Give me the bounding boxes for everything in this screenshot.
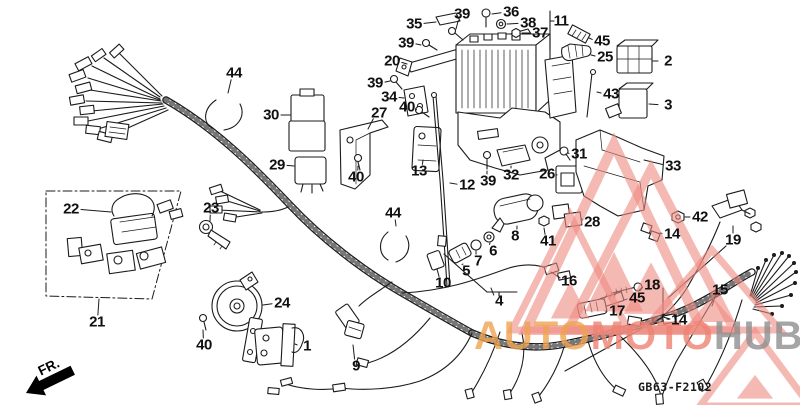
leader-44: [394, 219, 397, 227]
callout-29: 29: [269, 156, 285, 174]
callout-44: 44: [385, 204, 401, 222]
callout-21: 21: [89, 313, 105, 331]
leader-22: [80, 209, 112, 213]
callout-38: 38: [520, 14, 536, 32]
callout-3: 3: [664, 96, 672, 114]
leader-36: [491, 12, 502, 15]
callout-39: 39: [480, 172, 496, 190]
leader-34: [398, 96, 405, 99]
leader-1: [294, 343, 298, 346]
callout-36: 36: [503, 3, 519, 21]
callout-5: 5: [462, 262, 470, 280]
leader-4: [490, 287, 495, 296]
callout-39: 39: [398, 34, 414, 52]
leader-39: [384, 80, 391, 83]
leader-9: [352, 344, 356, 360]
callout-6: 6: [489, 242, 497, 260]
callout-37: 37: [532, 24, 548, 42]
callout-40: 40: [196, 336, 212, 354]
leader-43: [596, 91, 602, 94]
leader-20: [401, 61, 408, 65]
leader-45: [588, 37, 593, 40]
leader-21: [97, 298, 100, 316]
callout-10: 10: [435, 274, 451, 292]
harness-connector-cluster-top-left: [68, 43, 169, 144]
callout-23: 23: [203, 199, 219, 217]
part-brackets-mid: [339, 68, 597, 287]
leader-25: [590, 54, 596, 57]
callout-43: 43: [603, 85, 619, 103]
callout-40: 40: [399, 98, 415, 116]
callout-32: 32: [503, 166, 519, 184]
leader-12: [449, 182, 458, 185]
callout-13: 13: [411, 162, 427, 180]
callout-4: 4: [495, 292, 503, 310]
callout-34: 34: [381, 88, 397, 106]
callout-7: 7: [474, 252, 482, 270]
leader-44: [227, 79, 232, 94]
part-ignition-switch-group: [45, 190, 231, 300]
callout-24: 24: [274, 294, 290, 312]
callout-22: 22: [63, 200, 79, 218]
leader-38: [506, 22, 519, 25]
harness-connector-cluster-mid: [208, 183, 289, 223]
leader-27: [367, 118, 374, 130]
leader-39: [455, 19, 459, 30]
leader-10: [436, 268, 440, 278]
leader-35: [423, 21, 437, 24]
callout-40: 40: [348, 168, 364, 186]
callout-11: 11: [553, 12, 569, 30]
leader-13: [421, 159, 424, 165]
callout-20: 20: [384, 52, 400, 70]
callout-35: 35: [406, 15, 422, 33]
part-horn-group: [198, 271, 365, 367]
callout-9: 9: [352, 357, 360, 375]
callout-1: 1: [303, 337, 311, 355]
leader-6: [488, 242, 491, 245]
leader-3: [648, 103, 659, 106]
leader-29: [286, 164, 295, 167]
callout-2: 2: [664, 52, 672, 70]
leader-5: [461, 263, 464, 266]
leader-24: [262, 303, 273, 306]
callout-12: 12: [459, 176, 475, 194]
callout-25: 25: [597, 48, 613, 66]
front-arrow-icon: [26, 365, 75, 396]
diagram-code: GB63-F2102: [638, 380, 713, 394]
callout-39: 39: [367, 74, 383, 92]
callout-30: 30: [263, 106, 279, 124]
leader-39: [415, 43, 422, 46]
callout-45: 45: [594, 32, 610, 50]
callout-27: 27: [371, 104, 387, 122]
callout-44: 44: [226, 64, 242, 82]
part-relays-left: [205, 88, 410, 263]
callout-39: 39: [454, 5, 470, 23]
